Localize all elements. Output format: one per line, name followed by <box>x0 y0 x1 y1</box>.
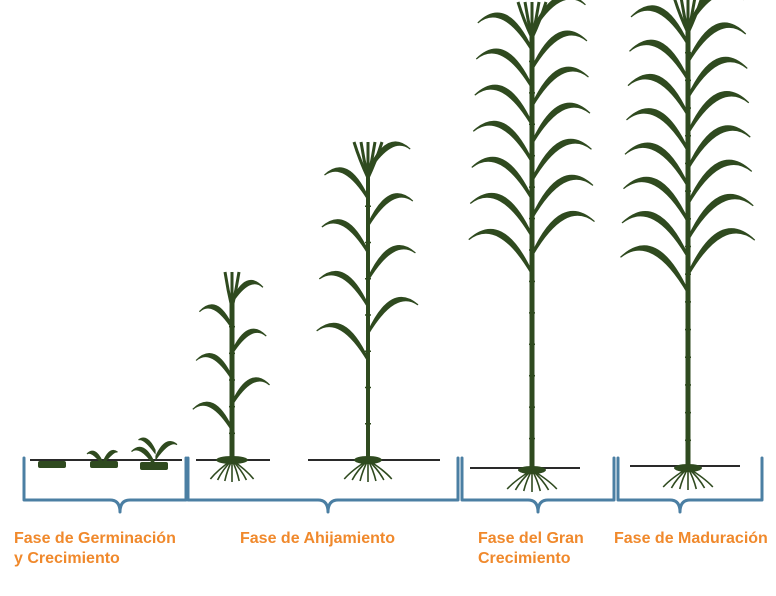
sugarcane-plant <box>193 272 270 482</box>
leaf <box>476 49 532 89</box>
leaf <box>319 272 368 308</box>
sugarcane-plant <box>621 0 755 490</box>
leaf <box>688 229 755 276</box>
leaf <box>630 40 689 81</box>
seed-cutting <box>38 461 66 468</box>
leaf <box>232 329 266 354</box>
leaf <box>232 378 270 405</box>
leaf <box>688 57 747 99</box>
leaf <box>532 103 590 144</box>
leaf <box>475 85 532 126</box>
leaf <box>199 305 232 329</box>
leaf <box>472 157 532 200</box>
label-fase-germinacion: Fase de Germinación y Crecimiento <box>14 529 214 569</box>
label-fase-maduracion: Fase de Maduración <box>614 529 774 549</box>
leaf <box>368 246 415 281</box>
leaf <box>532 67 588 107</box>
leaf <box>156 442 177 459</box>
label-fase-ahijamiento: Fase de Ahijamiento <box>240 529 440 549</box>
leaf <box>470 193 532 237</box>
leaf <box>196 354 232 380</box>
plants <box>38 0 755 492</box>
leaf <box>532 31 587 70</box>
leaf <box>532 175 593 219</box>
leaf <box>193 402 232 431</box>
ground-lines <box>30 460 740 468</box>
sugarcane-plant <box>469 0 595 492</box>
leaf <box>469 230 532 275</box>
sugarcane-plant <box>317 142 418 482</box>
leaf <box>325 168 368 200</box>
leaf <box>317 323 368 361</box>
leaf <box>532 139 591 182</box>
seedling-young <box>132 438 178 470</box>
leaf <box>688 23 746 63</box>
leaf <box>322 220 368 254</box>
leaf <box>473 121 532 163</box>
leaf <box>368 194 413 227</box>
leaf <box>368 297 418 334</box>
leaf <box>621 246 689 294</box>
label-fase-gran-crecimiento: Fase del Gran Crecimiento <box>478 529 598 569</box>
cutting <box>38 461 66 468</box>
leaf <box>532 211 594 256</box>
